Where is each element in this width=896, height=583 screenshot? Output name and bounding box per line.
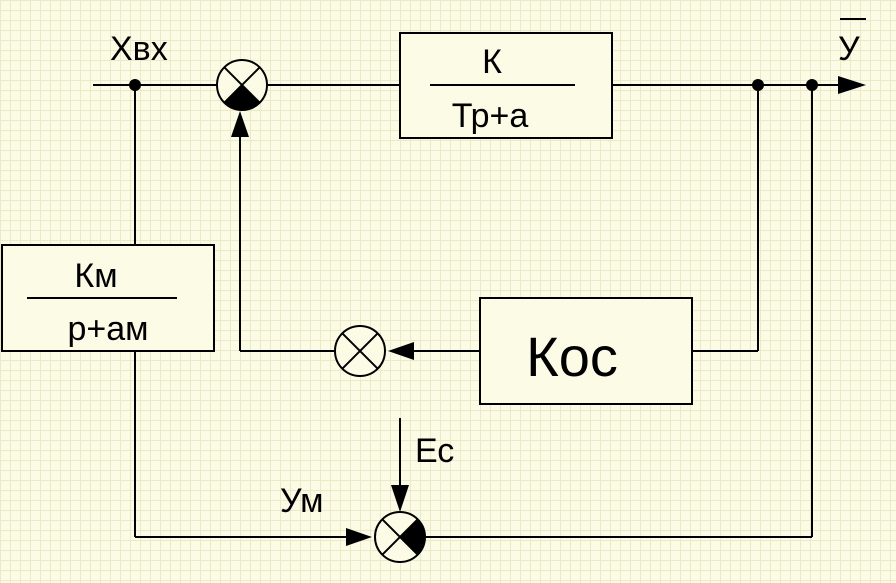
input-junction-node bbox=[129, 79, 141, 91]
plant-denominator: Тр+а bbox=[452, 97, 529, 135]
negative-sector-icon bbox=[400, 519, 426, 555]
output-label: У bbox=[838, 30, 860, 68]
model-numerator: Км bbox=[74, 257, 117, 295]
feedback-label: Кос bbox=[526, 325, 618, 388]
model-to-sum3-arrow bbox=[346, 528, 372, 546]
output-arrow bbox=[838, 76, 866, 94]
feedback-to-sum2-arrow bbox=[388, 342, 414, 360]
plant-block: К Тр+а bbox=[399, 32, 613, 139]
summing-junction-model bbox=[374, 511, 426, 563]
output-junction-node bbox=[806, 79, 818, 91]
feedback-junction-node bbox=[752, 79, 764, 91]
input-label: Хвх bbox=[110, 30, 168, 68]
output-label-group: У bbox=[838, 18, 866, 68]
summing-junction-main bbox=[216, 59, 268, 111]
model-denominator: р+ам bbox=[67, 310, 148, 348]
feedback-to-sum1-arrow bbox=[231, 111, 249, 137]
negative-sector-icon bbox=[224, 85, 260, 111]
model-block: Км р+ам bbox=[1, 244, 215, 352]
disturbance-arrow bbox=[391, 485, 409, 512]
disturbance-label: Ес bbox=[415, 432, 454, 470]
plant-numerator: К bbox=[482, 43, 502, 81]
model-output-label: Ум bbox=[280, 482, 323, 520]
summing-junction-feedback bbox=[334, 325, 386, 377]
feedback-block: Кос bbox=[479, 297, 693, 405]
